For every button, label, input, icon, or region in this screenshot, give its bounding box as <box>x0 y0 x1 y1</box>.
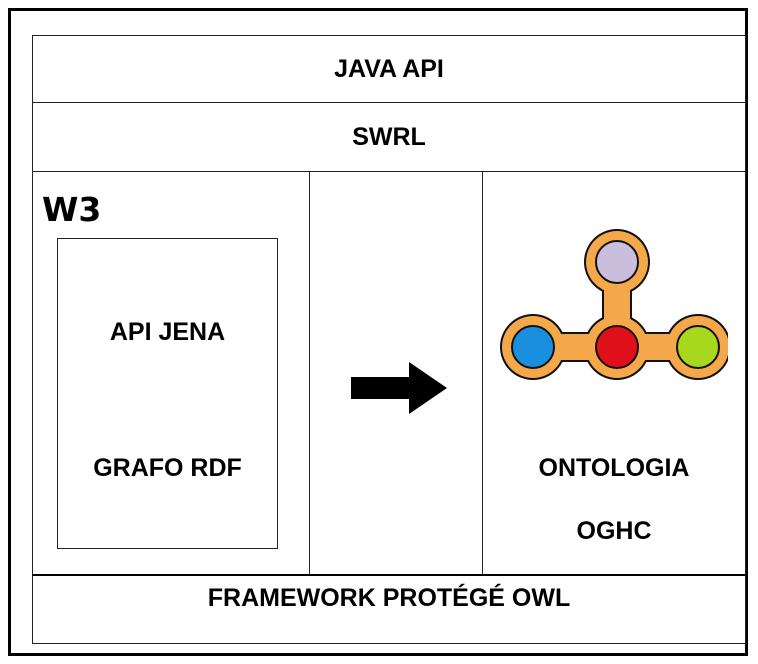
molecule-node-right <box>676 325 720 369</box>
molecule-node-center <box>595 325 639 369</box>
ontologia-label: ONTOLOGIA <box>538 454 690 482</box>
grafo-rdf-label: GRAFO RDF <box>93 454 242 482</box>
w3-heading: W3 <box>42 190 102 229</box>
swrl-layer: SWRL <box>32 102 746 172</box>
molecule-node-top <box>595 240 639 284</box>
java-api-label: JAVA API <box>334 54 444 83</box>
oghc-label: OGHC <box>576 517 652 545</box>
jena-box <box>57 238 278 549</box>
swrl-label: SWRL <box>352 122 426 151</box>
framework-layer: FRAMEWORK PROTÉGÉ OWL <box>32 574 746 644</box>
arrow-shape <box>351 362 447 414</box>
framework-label: FRAMEWORK PROTÉGÉ OWL <box>207 584 571 612</box>
right-arrow-icon <box>351 362 447 414</box>
api-jena-label: API JENA <box>109 318 226 346</box>
ontology-molecule-icon <box>500 229 728 380</box>
java-api-layer: JAVA API <box>32 35 746 103</box>
molecule-node-left <box>511 325 555 369</box>
